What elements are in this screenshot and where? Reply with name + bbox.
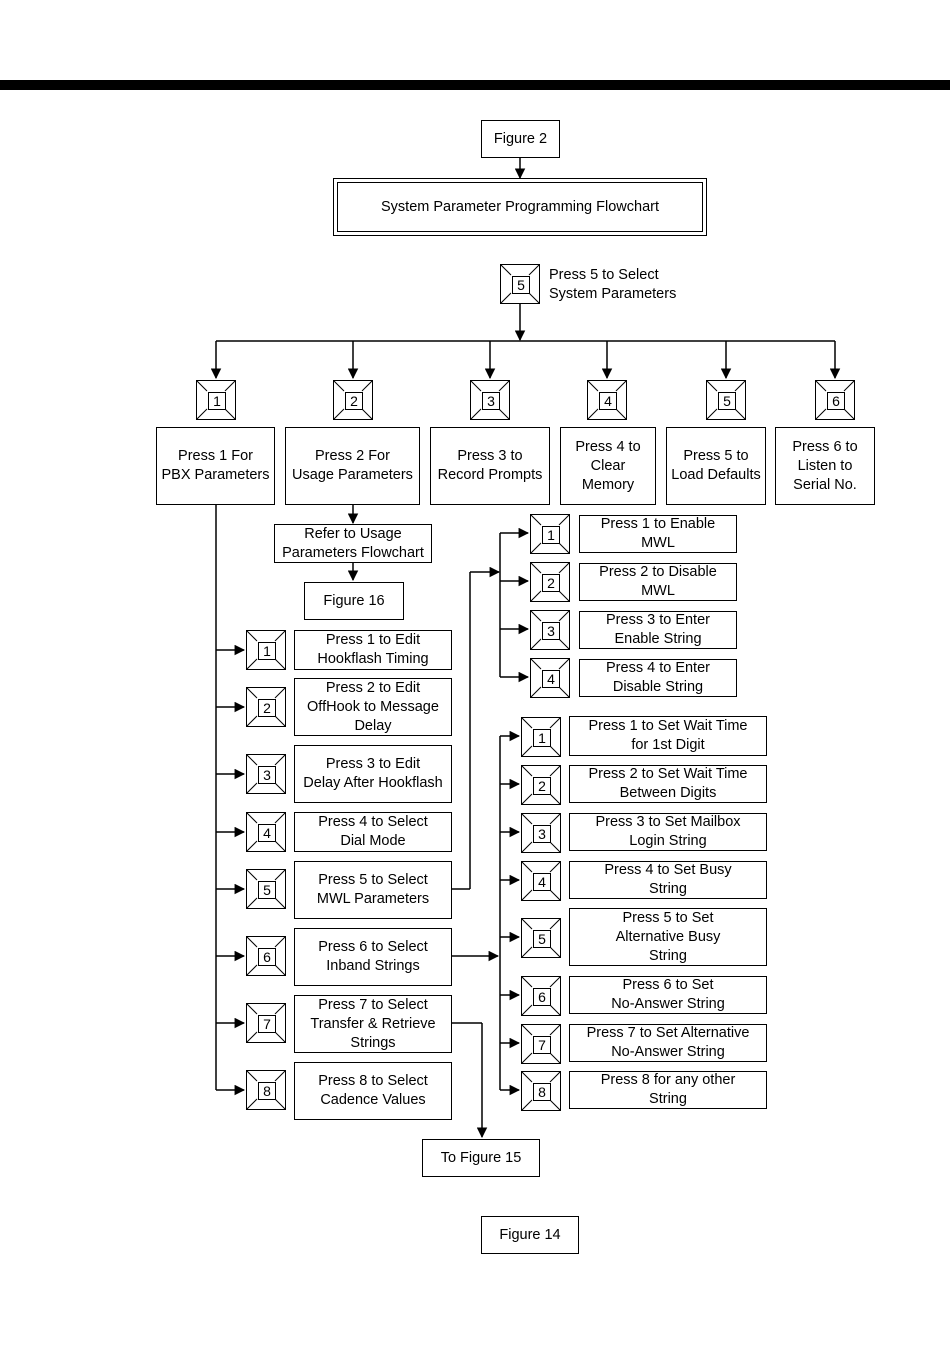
- inband-key-6[interactable]: 6: [521, 976, 561, 1016]
- pbx-key-1[interactable]: 1: [246, 630, 286, 670]
- serial-number-box: Press 6 to Listen to Serial No.: [775, 427, 875, 505]
- inband-key-7[interactable]: 7: [521, 1024, 561, 1064]
- top-key-5[interactable]: 5: [706, 380, 746, 420]
- mwl-key-1[interactable]: 1: [530, 514, 570, 554]
- key-digit: 7: [258, 1015, 276, 1033]
- key-digit: 1: [258, 642, 276, 660]
- key-digit: 5: [718, 392, 736, 410]
- top-key-6[interactable]: 6: [815, 380, 855, 420]
- key-digit: 2: [258, 699, 276, 717]
- key-digit: 3: [533, 825, 551, 843]
- pbx-key-4[interactable]: 4: [246, 812, 286, 852]
- key-digit: 1: [208, 392, 226, 410]
- key-digit: 2: [345, 392, 363, 410]
- pbx-key-5[interactable]: 5: [246, 869, 286, 909]
- key-digit: 4: [258, 824, 276, 842]
- key-digit: 3: [482, 392, 500, 410]
- inband-key-5[interactable]: 5: [521, 918, 561, 958]
- key-digit: 6: [258, 948, 276, 966]
- key-digit: 8: [533, 1083, 551, 1101]
- pbx-key-3[interactable]: 3: [246, 754, 286, 794]
- key-digit: 5: [533, 930, 551, 948]
- mwl-item-disable-string: Press 4 to Enter Disable String: [579, 659, 737, 697]
- inband-key-1[interactable]: 1: [521, 717, 561, 757]
- pbx-key-7[interactable]: 7: [246, 1003, 286, 1043]
- mwl-key-2[interactable]: 2: [530, 562, 570, 602]
- pbx-item-cadence-values: Press 8 to Select Cadence Values: [294, 1062, 452, 1120]
- pbx-item-hookflash-timing: Press 1 to Edit Hookflash Timing: [294, 630, 452, 670]
- key-digit: 2: [533, 777, 551, 795]
- start-label: Press 5 to Select System Parameters: [549, 267, 677, 302]
- key-digit: 6: [827, 392, 845, 410]
- inband-item-wait-between-digits: Press 2 to Set Wait Time Between Digits: [569, 765, 767, 803]
- inband-key-8[interactable]: 8: [521, 1071, 561, 1111]
- top-key-3[interactable]: 3: [470, 380, 510, 420]
- pbx-item-transfer-retrieve: Press 7 to Select Transfer & Retrieve St…: [294, 995, 452, 1053]
- pbx-item-offhook-delay: Press 2 to Edit OffHook to Message Delay: [294, 678, 452, 736]
- usage-parameters-box: Press 2 For Usage Parameters: [285, 427, 420, 505]
- key-digit: 1: [542, 526, 560, 544]
- key-digit: 5: [512, 276, 530, 294]
- figure-2-label: Figure 2: [481, 120, 560, 158]
- mwl-key-3[interactable]: 3: [530, 610, 570, 650]
- inband-item-mailbox-login: Press 3 to Set Mailbox Login String: [569, 813, 767, 851]
- mwl-item-enable: Press 1 to Enable MWL: [579, 515, 737, 553]
- inband-key-2[interactable]: 2: [521, 765, 561, 805]
- mwl-item-disable: Press 2 to Disable MWL: [579, 563, 737, 601]
- key-digit: 3: [542, 622, 560, 640]
- pbx-item-mwl-parameters: Press 5 to Select MWL Parameters: [294, 861, 452, 919]
- key-digit: 3: [258, 766, 276, 784]
- pbx-key-6[interactable]: 6: [246, 936, 286, 976]
- flowchart-title: System Parameter Programming Flowchart: [333, 178, 707, 236]
- inband-item-other-string: Press 8 for any other String: [569, 1071, 767, 1109]
- key-digit: 5: [258, 881, 276, 899]
- key-5-start[interactable]: 5: [500, 264, 540, 304]
- key-digit: 1: [533, 729, 551, 747]
- inband-item-wait-first-digit: Press 1 to Set Wait Time for 1st Digit: [569, 716, 767, 756]
- key-digit: 4: [533, 873, 551, 891]
- top-key-1[interactable]: 1: [196, 380, 236, 420]
- key-digit: 8: [258, 1082, 276, 1100]
- header-rule: [0, 80, 950, 90]
- key-digit: 2: [542, 574, 560, 592]
- inband-item-alternative-busy: Press 5 to Set Alternative Busy String: [569, 908, 767, 966]
- inband-item-busy-string: Press 4 to Set Busy String: [569, 861, 767, 899]
- record-prompts-box: Press 3 to Record Prompts: [430, 427, 550, 505]
- inband-item-no-answer: Press 6 to Set No-Answer String: [569, 976, 767, 1014]
- figure-14-label: Figure 14: [481, 1216, 579, 1254]
- top-key-4[interactable]: 4: [587, 380, 627, 420]
- load-defaults-box: Press 5 to Load Defaults: [666, 427, 766, 505]
- pbx-key-2[interactable]: 2: [246, 687, 286, 727]
- key-digit: 4: [542, 670, 560, 688]
- key-digit: 6: [533, 988, 551, 1006]
- usage-flowchart-ref: Refer to Usage Parameters Flowchart: [274, 524, 432, 563]
- pbx-item-delay-after-hookflash: Press 3 to Edit Delay After Hookflash: [294, 745, 452, 803]
- mwl-item-enable-string: Press 3 to Enter Enable String: [579, 611, 737, 649]
- top-key-2[interactable]: 2: [333, 380, 373, 420]
- pbx-item-dial-mode: Press 4 to Select Dial Mode: [294, 812, 452, 852]
- mwl-key-4[interactable]: 4: [530, 658, 570, 698]
- inband-key-4[interactable]: 4: [521, 861, 561, 901]
- pbx-item-inband-strings: Press 6 to Select Inband Strings: [294, 928, 452, 986]
- figure-16-ref: Figure 16: [304, 582, 404, 620]
- inband-item-alt-no-answer: Press 7 to Set Alternative No-Answer Str…: [569, 1024, 767, 1062]
- key-digit: 4: [599, 392, 617, 410]
- inband-key-3[interactable]: 3: [521, 813, 561, 853]
- pbx-parameters-box: Press 1 For PBX Parameters: [156, 427, 275, 505]
- clear-memory-box: Press 4 to Clear Memory: [560, 427, 656, 505]
- pbx-key-8[interactable]: 8: [246, 1070, 286, 1110]
- key-digit: 7: [533, 1036, 551, 1054]
- to-figure-15-ref: To Figure 15: [422, 1139, 540, 1177]
